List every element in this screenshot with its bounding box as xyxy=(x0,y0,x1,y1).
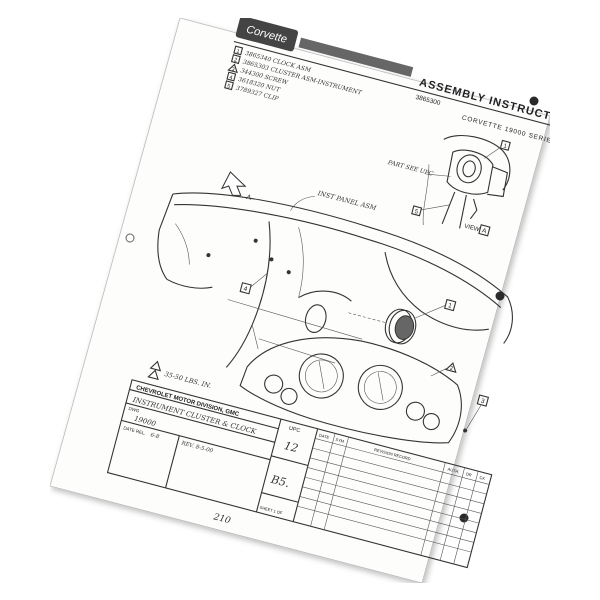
binder-hole-left xyxy=(125,233,135,243)
sheet-drawing: Corvette ASSEMBLY INSTRUCTIONS 3865300 C… xyxy=(49,16,582,584)
col-ck: CK xyxy=(479,475,486,481)
instrument-cluster xyxy=(239,324,462,444)
callout-5-top-box xyxy=(411,205,423,217)
logo-badge xyxy=(235,16,299,52)
callout-1-top-box xyxy=(499,139,511,151)
col-sym: SYM xyxy=(335,437,345,444)
gauge-tach xyxy=(298,353,344,399)
upc-value: 12 xyxy=(283,439,300,455)
svg-text:2: 2 xyxy=(233,57,237,64)
callout-2: 2 xyxy=(449,366,453,373)
binder-hole-right-top xyxy=(529,96,539,106)
svg-text:5: 5 xyxy=(226,83,230,90)
binder-hole-right-bottom xyxy=(459,513,469,523)
gauge-speedo xyxy=(357,364,403,410)
header-strip xyxy=(298,37,414,77)
gauge-small-3 xyxy=(405,401,425,421)
page-number: 210 xyxy=(211,512,231,526)
gauge-small-1 xyxy=(264,374,284,394)
sheet-text: SHEET 1 OF xyxy=(259,505,283,516)
date-rel-value: 6-8 xyxy=(150,432,161,440)
callout-5-top: 5 xyxy=(414,209,419,216)
svg-text:4: 4 xyxy=(229,75,233,82)
callout-4: 4 xyxy=(243,285,249,293)
date-rel-label: DATE REL. xyxy=(123,425,146,436)
view-a-letter: A xyxy=(481,227,488,235)
svg-text:1: 1 xyxy=(236,49,240,56)
callout-1: 1 xyxy=(447,302,453,310)
view-a-box xyxy=(478,224,491,237)
gauge-small-2 xyxy=(280,387,298,405)
instruction-sheet: Corvette ASSEMBLY INSTRUCTIONS 3865300 C… xyxy=(49,16,582,584)
callouts: 1 2 3 4 xyxy=(239,272,490,433)
col-dr: DR xyxy=(466,471,473,477)
upc-header: UPC xyxy=(288,426,301,435)
col-auth: AUTH. xyxy=(447,466,460,474)
callout-1-top: 1 xyxy=(503,143,508,150)
dwg-label: DWG xyxy=(128,406,140,414)
binder-hole-right-mid xyxy=(495,291,505,301)
view-a-label: VIEW xyxy=(463,224,480,234)
svg-text:3: 3 xyxy=(231,67,235,74)
gauge-small-4 xyxy=(422,413,440,431)
callout-3: 3 xyxy=(480,398,486,406)
group-value: B5. xyxy=(269,473,291,491)
clock-assembly xyxy=(348,308,417,345)
col-date: DATE xyxy=(319,432,331,440)
instrument-panel-drawing xyxy=(157,192,513,368)
